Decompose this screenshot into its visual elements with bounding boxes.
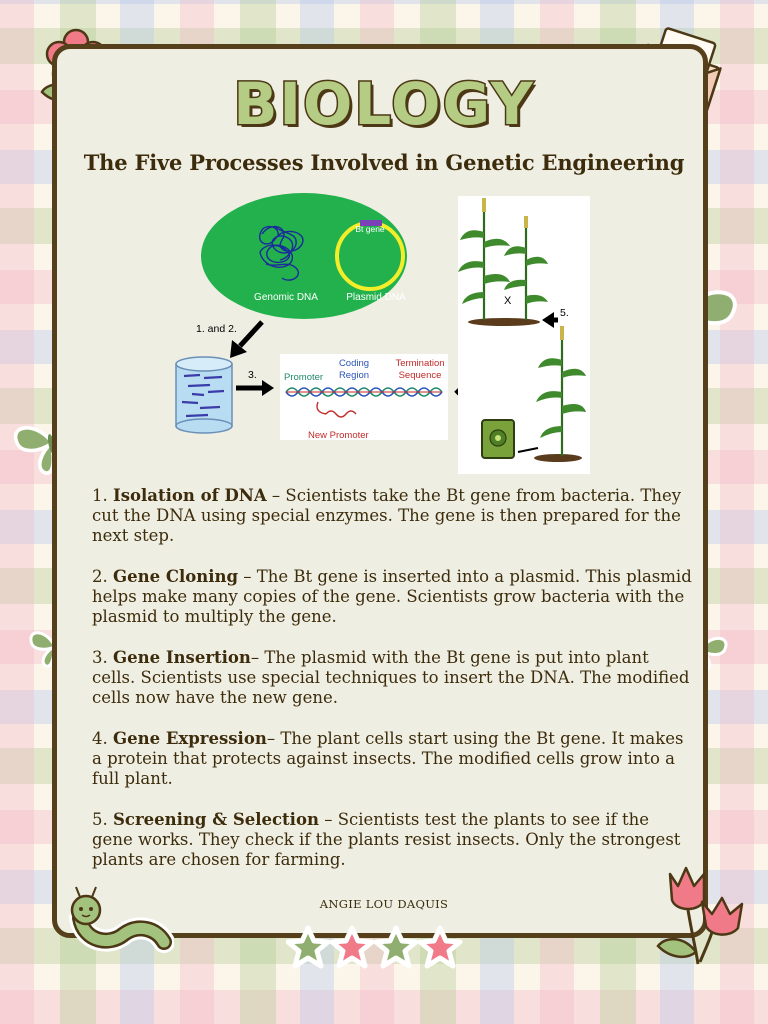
termination-label: Termination [395,358,444,369]
x-mark-label: X [504,295,512,307]
caterpillar-icon [69,886,174,953]
corn-plants-image [458,196,590,474]
step-1-text: – Scientists take the Bt gene from bacte… [92,486,682,545]
step-5-text: – Scientists test the plants to see if t… [92,810,681,869]
new-promoter-pointer-icon [316,401,327,415]
step-1-2-label: 1. and 2. [196,323,237,335]
step-5: 5. Screening & Selection – Scientists te… [92,810,681,869]
genomic-dna-icon [258,225,304,281]
step-3-term: Gene Insertion [113,648,251,667]
new-promoter-strand-icon [325,410,357,418]
plasmid-dna-label: Plasmid DNA [346,292,406,303]
plant-cell-icon [481,419,515,459]
steps-list: 1. Isolation of DNA – Scientists take th… [92,486,692,891]
step-3-label: 3. [248,369,257,381]
new-promoter-label: New Promoter [308,430,369,441]
content-card [52,44,708,938]
page-subtitle: The Five Processes Involved in Genetic E… [83,150,685,175]
step-2-text: – The Bt gene is inserted into a plasmid… [92,567,692,626]
coding-region-label-2: Region [339,370,369,381]
dna-strand-icon [285,387,443,397]
step-4: 4. Gene Expression– The plant cells star… [92,729,684,788]
step-1-term: Isolation of DNA [113,486,267,505]
step-2: 2. Gene Cloning – The Bt gene is inserte… [92,567,692,626]
arrow-head-icon [542,312,554,328]
step-2-term: Gene Cloning [113,567,239,586]
step-4-term: Gene Expression [113,729,267,748]
coding-region-label: Coding [339,358,369,369]
genomic-dna-label: Genomic DNA [254,292,318,303]
dna-library-icon [175,356,233,434]
author-name: ANGIE LOU DAQUIS [319,897,449,911]
arrow-icon [238,320,264,348]
step-5-label: 5. [560,307,569,319]
bt-gene-label: Bt gene [355,224,385,234]
genetic-engineering-diagram: Bt gene Genomic DNA Plasmid DNA 1. and 2… [175,193,590,474]
step-5-term: Screening & Selection [113,810,319,829]
step-3: 3. Gene Insertion– The plasmid with the … [92,648,690,707]
termination-label-2: Sequence [399,370,442,381]
page-title: BIOLOGY [232,69,535,140]
step-3-text: – The plasmid with the Bt gene is put in… [92,648,690,707]
arrow-head-icon [262,380,274,396]
promoter-label: Promoter [284,372,323,383]
arrow-icon [517,447,539,453]
star-icon [286,925,463,969]
gene-construct-panel [280,354,448,440]
step-1: 1. Isolation of DNA – Scientists take th… [92,486,682,545]
bt-gene-marker [360,220,382,226]
arrow-head-icon [230,340,247,358]
tulip-icon [656,866,744,965]
step-4-text: – The plant cells start using the Bt gen… [92,729,684,788]
